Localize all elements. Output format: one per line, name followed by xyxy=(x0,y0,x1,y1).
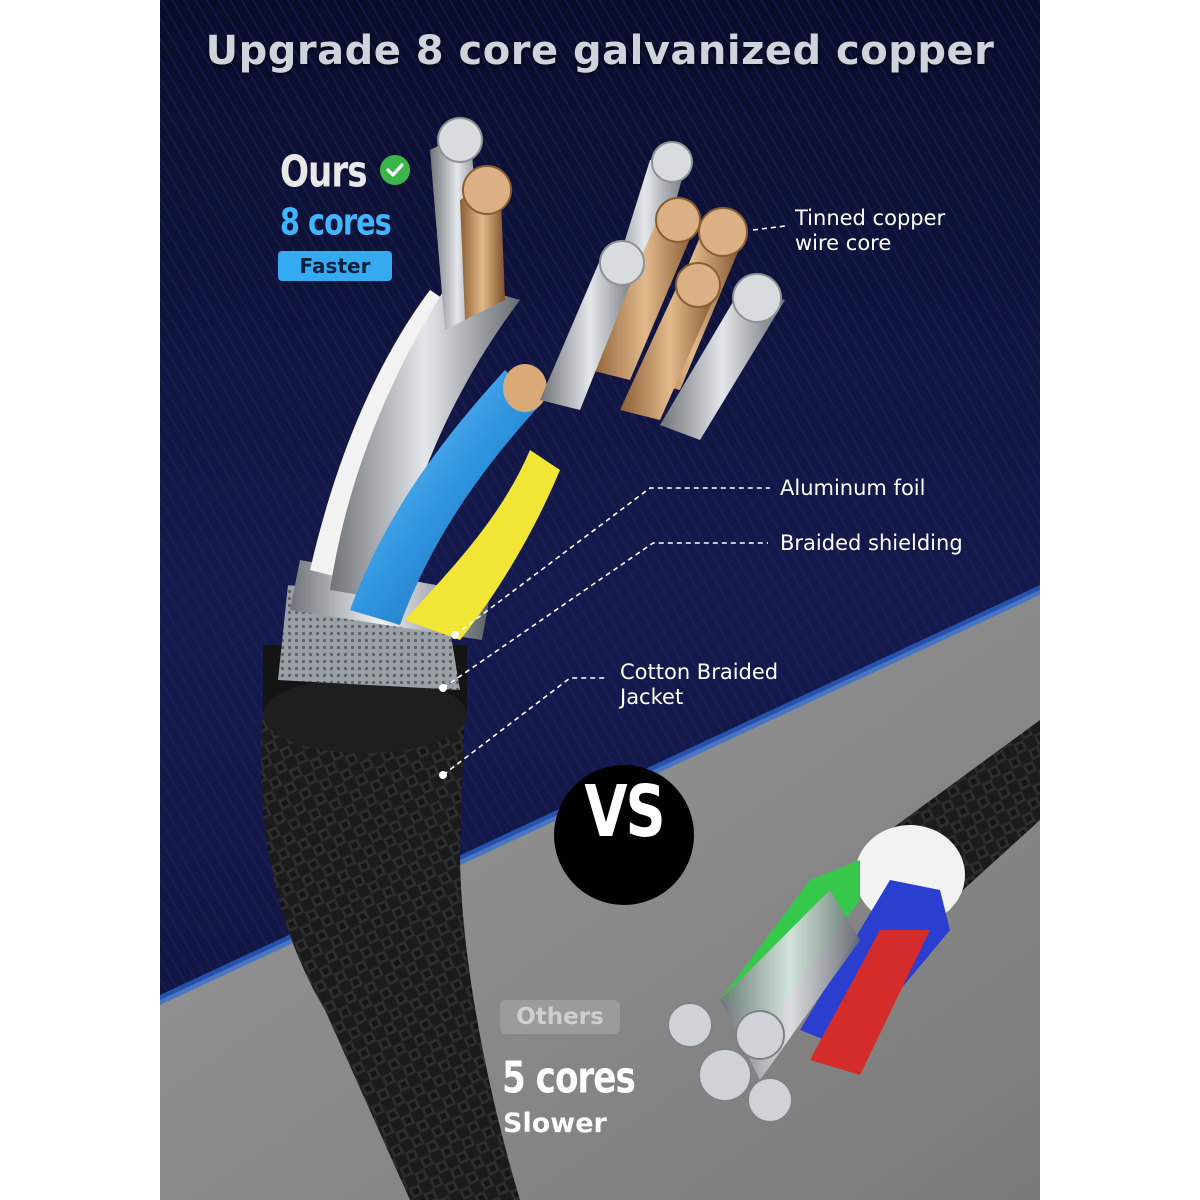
product-comparison-banner: Upgrade 8 core galvanized copper Ours 8 … xyxy=(160,0,1040,1200)
callout-tinned-core: Tinned copper wire core xyxy=(795,206,945,256)
callout-jacket: Cotton Braided Jacket xyxy=(620,660,778,710)
callout-jacket-line1: Cotton Braided xyxy=(620,660,779,684)
others-cores: 5 cores xyxy=(502,1052,636,1103)
ours-cores: 8 cores xyxy=(280,200,392,244)
others-badge: Others xyxy=(500,1000,620,1034)
callout-aluminum-foil: Aluminum foil xyxy=(780,476,926,500)
callout-jacket-line2: Jacket xyxy=(620,685,684,709)
others-speed: Slower xyxy=(503,1108,607,1139)
faster-badge: Faster xyxy=(278,251,392,281)
callout-braided-shielding: Braided shielding xyxy=(780,531,963,555)
callout-tinned-core-line1: Tinned copper xyxy=(795,206,946,230)
callout-tinned-core-line2: wire core xyxy=(795,231,892,255)
headline: Upgrade 8 core galvanized copper xyxy=(205,28,995,74)
ours-title: Ours xyxy=(280,146,368,197)
vs-label: VS xyxy=(584,769,665,854)
check-circle-icon xyxy=(380,155,410,185)
cable-illustration xyxy=(160,0,1040,1200)
